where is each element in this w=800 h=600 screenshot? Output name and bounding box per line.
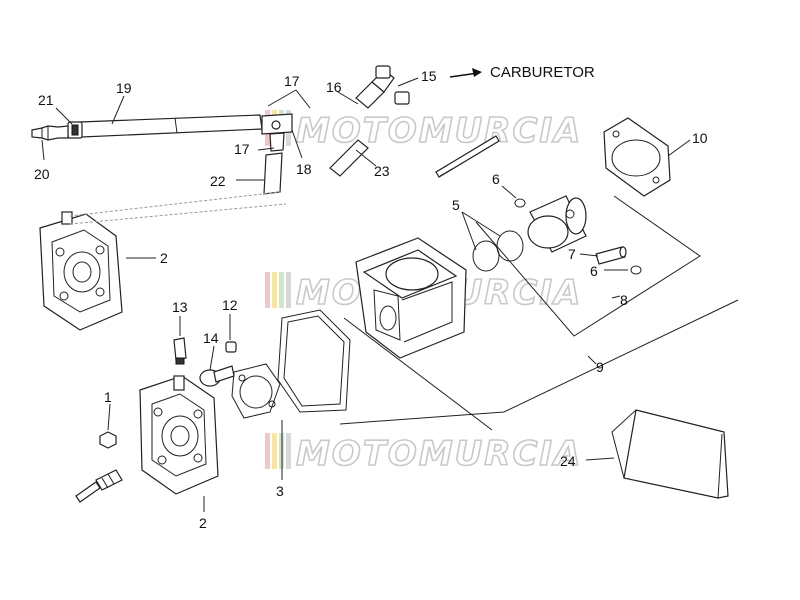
hose-clamp-21	[67, 121, 83, 139]
base-gasket-3	[277, 309, 351, 413]
intake-gasket	[231, 363, 281, 419]
callout-19: 19	[116, 80, 132, 96]
callout-7: 7	[568, 246, 576, 262]
callout-13: 13	[172, 299, 188, 315]
watermark-text: MOTOMURCIA	[296, 434, 582, 474]
callout-17: 17	[234, 141, 250, 157]
callout-23: 23	[374, 163, 390, 179]
bracket-8	[475, 195, 701, 337]
callout-20: 20	[34, 166, 50, 182]
callout-18: 18	[296, 161, 312, 177]
bracket-9	[339, 299, 739, 431]
watermark-text: MOTOMURCIA	[296, 111, 582, 151]
callout-21: 21	[38, 92, 54, 108]
stud-bolt	[435, 135, 500, 178]
hose-19	[79, 114, 263, 138]
callout-14: 14	[203, 330, 219, 346]
callout-16: 16	[326, 79, 342, 95]
cylinder-head-lower	[139, 375, 219, 495]
watermark-bottom: MOTOMURCIA	[265, 433, 582, 475]
callout-1: 1	[104, 389, 112, 405]
head-gasket-10	[603, 117, 671, 197]
callout-6: 6	[492, 171, 500, 187]
callout-22: 22	[210, 173, 226, 189]
sensor-13	[173, 337, 187, 365]
nut-1	[99, 431, 117, 449]
callout-17: 17	[284, 73, 300, 89]
leader-lines	[41, 77, 691, 512]
callout-5: 5	[452, 197, 460, 213]
callout-12: 12	[222, 297, 238, 313]
callout-8: 8	[620, 292, 628, 308]
hose-fitting-20	[31, 125, 69, 141]
callout-15: 15	[421, 68, 437, 84]
carburetor-arrow: CARBURETOR	[449, 64, 595, 81]
hose-clamp-15	[375, 65, 410, 105]
spark-plug	[75, 469, 123, 503]
bleed-screw-14	[199, 365, 235, 387]
watermark-top: MOTOMURCIA	[265, 110, 582, 152]
callout-9: 9	[596, 359, 604, 375]
cylinder-head-upper	[39, 211, 123, 331]
piston	[527, 195, 587, 253]
callouts: 1 2 2 3 5 6 6 7 8 9 10 12 13 14 15 16 17…	[34, 68, 708, 531]
tee-fitting-18	[261, 113, 293, 152]
hose-22	[263, 152, 283, 195]
callout-24: 24	[560, 453, 576, 469]
carburetor-label: CARBURETOR	[490, 64, 595, 81]
plug-12	[225, 341, 237, 353]
cylinder	[355, 237, 467, 359]
circlip-6-top	[514, 198, 526, 208]
piston-pin-7	[595, 246, 627, 265]
gasket-kit-24	[611, 409, 729, 499]
callout-2: 2	[199, 515, 207, 531]
callout-6: 6	[590, 263, 598, 279]
hose-23	[329, 139, 369, 177]
piston-rings-5	[472, 230, 524, 272]
circlip-6-bottom	[630, 265, 642, 275]
callout-2: 2	[160, 250, 168, 266]
callout-10: 10	[692, 130, 708, 146]
callout-3: 3	[276, 483, 284, 499]
dashed-ref	[69, 191, 287, 225]
